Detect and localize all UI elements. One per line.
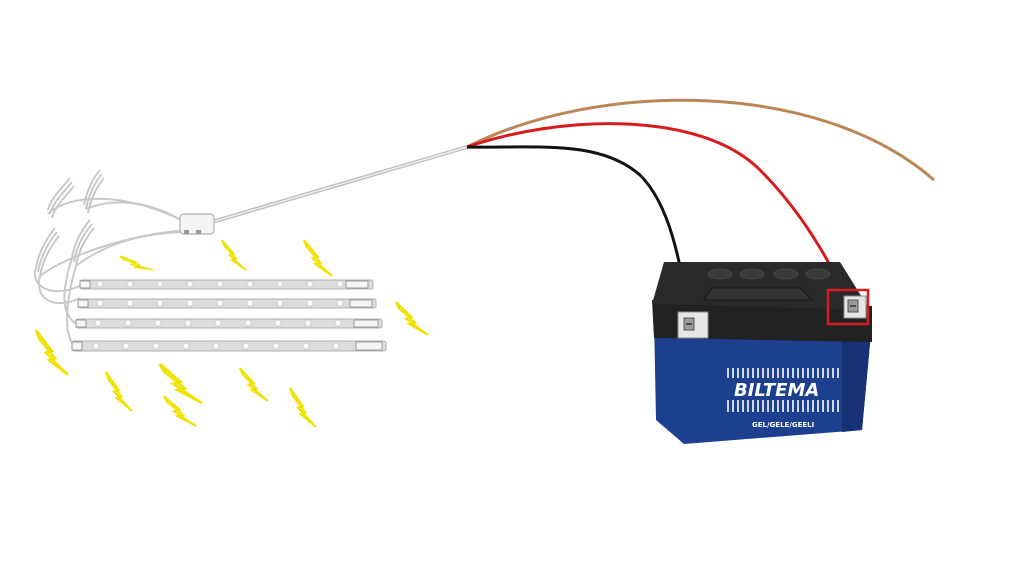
battery-subtitle-label: GEL/GELE/GEELI xyxy=(752,421,814,429)
battery-brand-label: BILTEMA xyxy=(734,380,819,401)
battery-icon: BILTEMA GEL/GELE/GEELI xyxy=(652,262,872,444)
negative-terminal xyxy=(677,311,709,339)
positive-wire xyxy=(466,122,852,307)
positive-terminal xyxy=(826,288,870,326)
lightning-icon xyxy=(34,238,430,428)
brown-wire xyxy=(466,98,935,182)
led-strip-icon xyxy=(71,279,387,352)
